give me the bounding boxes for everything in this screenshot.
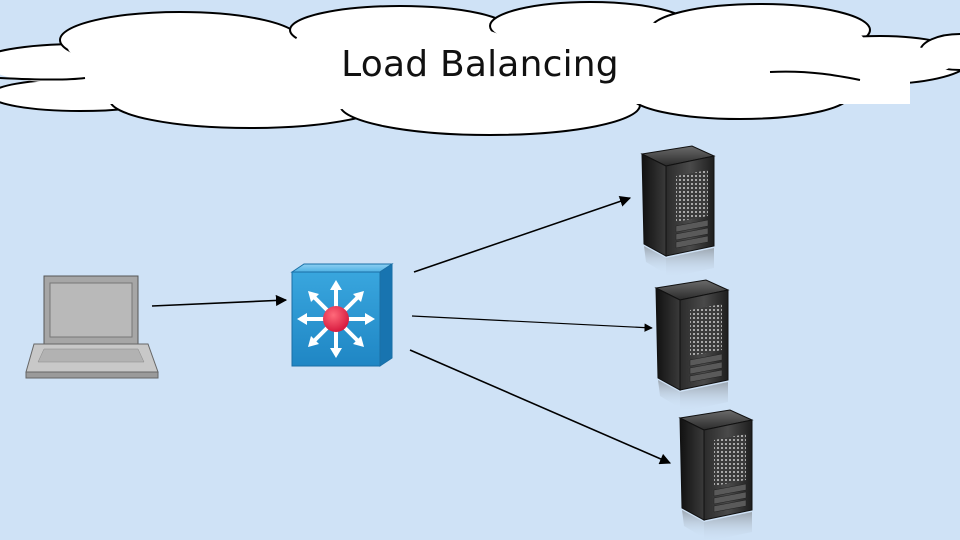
- title-cloud: [0, 1, 960, 136]
- load-balancer-switch-icon: [290, 263, 394, 367]
- laptop-icon: [25, 275, 159, 379]
- edge-balancer-server-3: [409, 349, 672, 465]
- edge-balancer-server-1: [413, 195, 632, 273]
- server-2-icon: [655, 279, 729, 413]
- diagram-title: Load Balancing: [341, 44, 619, 85]
- server-1-icon: [641, 145, 715, 279]
- edge-client-balancer: [151, 294, 288, 307]
- edge-balancer-server-2: [411, 315, 653, 332]
- server-3-icon: [679, 409, 753, 540]
